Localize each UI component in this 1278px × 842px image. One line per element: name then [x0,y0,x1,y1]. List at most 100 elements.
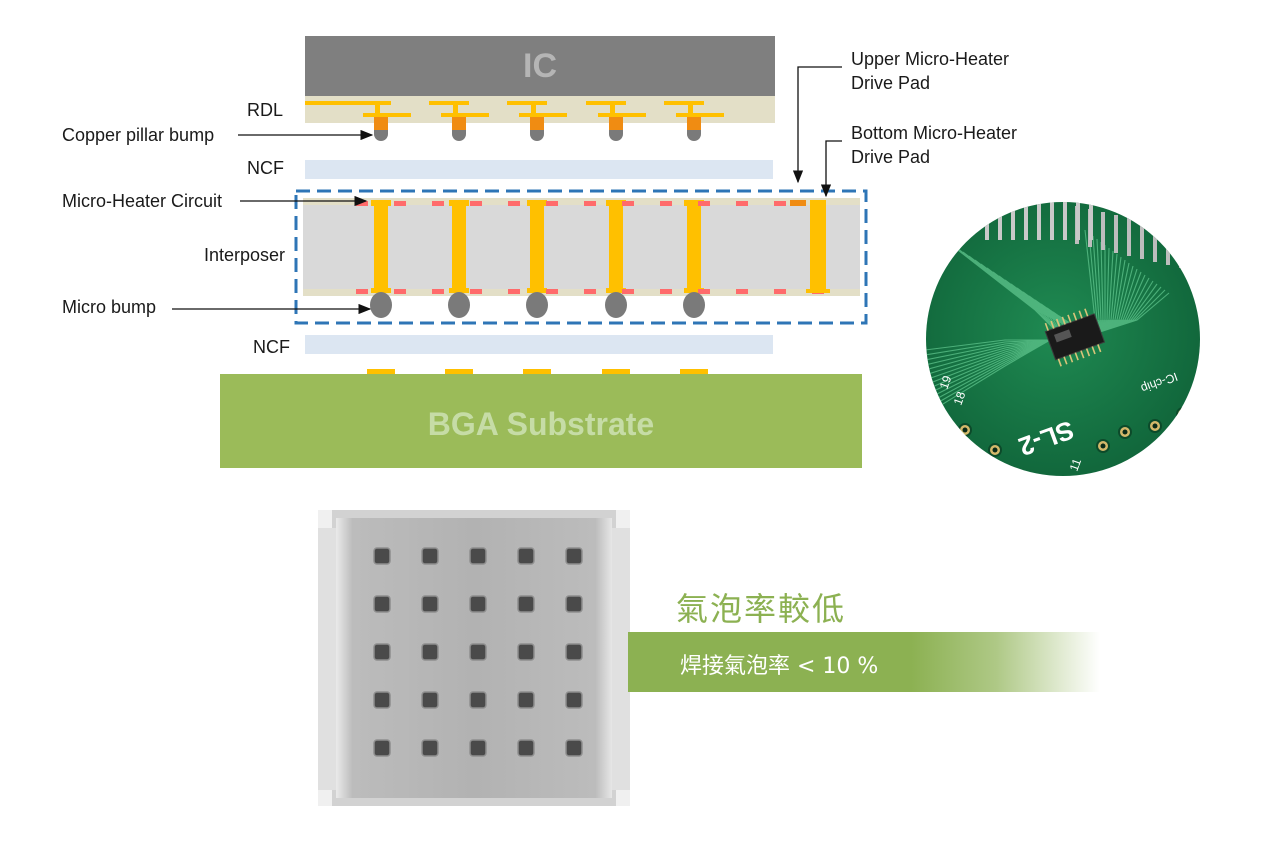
xray-bump [421,547,439,565]
pcb-trace [926,339,1051,366]
header-pin [998,202,1002,240]
heater-segment-bottom [584,289,596,294]
copper-pillar [452,117,466,131]
bottom-micro-heater-drive-pad [810,200,826,292]
leader-upper-drive-pad [792,66,842,184]
xray-bump [373,643,391,661]
plated-hole-center [1180,411,1186,417]
rdl-via [610,105,615,113]
heater-segment-bottom [660,289,672,294]
tsv [452,205,466,289]
pcb-silkscreen-18: 18 [951,389,969,407]
tsv-bottom-pad [606,288,626,293]
xray-bump [517,739,535,757]
tsv [609,205,623,289]
heater-segment-top [622,201,634,206]
heater-segment-top [774,201,786,206]
plated-hole-center [1122,429,1128,435]
heater-segment-bottom [470,289,482,294]
pcb-trace [926,339,1051,391]
heater-segment-top [584,201,596,206]
header-pin [1011,202,1015,240]
substrate-pad [523,369,551,375]
header-pin [1179,230,1183,268]
xray-bump [517,595,535,613]
pcb-trace [926,339,1051,361]
rdl-trace [363,113,411,117]
chip-leg [1068,354,1074,363]
plated-hole-center [1100,443,1106,449]
heater-segment-bottom [622,289,634,294]
ncf-layer-bottom [305,335,773,354]
xray-bump [469,547,487,565]
copper-pillar [530,117,544,131]
chip-leg [1085,348,1091,357]
heater-segment-top [356,201,368,206]
pcb-ic-chip [1044,313,1106,361]
micro-bump [526,292,548,318]
pillar-solder-cap [687,130,701,141]
copper-pillar-bumps [374,117,701,141]
interposer-body [303,198,860,296]
xray-bump [565,739,583,757]
pcb-trace [926,339,1051,386]
xray-bump [469,739,487,757]
heater-segment-bottom [394,289,406,294]
heater-segment-top [394,201,406,206]
rdl-trace [586,101,626,105]
xray-bump [373,691,391,709]
header-pin [1166,227,1170,265]
pillar-solder-cap [452,130,466,141]
pcb-trace [926,339,1051,356]
xray-bump [565,547,583,565]
chip-leg [1050,320,1055,329]
micro-bumps [370,292,705,318]
substrate-pad [680,369,708,375]
bga-substrate-label: BGA Substrate [427,406,655,442]
xray-bump [565,595,583,613]
tsv-bottom-pad [449,288,469,293]
rdl-via [688,105,693,113]
xray-bump-grid [373,547,583,757]
header-pin [1037,202,1041,240]
substrate-pad [602,369,630,375]
through-silicon-vias [371,200,704,293]
chip-leg [1097,344,1102,353]
bottom-pad-cap [806,289,830,293]
heater-segment-bottom [698,289,710,294]
leader-bottom-drive-pad [820,140,842,198]
heater-segment-bottom [774,289,786,294]
substrate-pad [367,369,395,375]
rdl-via [375,105,380,113]
tsv-top-pad [449,200,469,206]
header-pin [1127,218,1131,256]
heater-segment-top [660,201,672,206]
rdl-trace [598,113,646,117]
pillar-solder-cap [609,130,623,141]
rdl-trace [441,113,489,117]
rdl-trace [507,101,547,105]
xray-bump [373,595,391,613]
xray-bump [421,595,439,613]
pcb-trace [926,339,1050,351]
tsv [687,205,701,289]
tsv-bottom-pad [527,288,547,293]
rdl-trace [351,101,391,105]
void-rate-text: 焊接氣泡率 < 10 % [680,654,879,679]
void-rate-banner: 焊接氣泡率 < 10 % [628,632,1100,692]
heater-segment-bottom [508,289,520,294]
pcb-trace [926,339,1051,401]
xray-bump [517,643,535,661]
header-pin [985,202,989,240]
interposer-label: Interposer [204,245,286,265]
chip-leg [1080,350,1085,359]
rdl-label: RDL [247,100,284,120]
heater-segment-top [546,201,558,206]
chip-leg [1074,352,1079,361]
bga-substrate [220,374,862,468]
heater-segment-top [432,201,444,206]
tsv-top-pad [606,200,626,206]
header-pin [1101,212,1105,250]
plated-hole-center [1152,423,1158,429]
